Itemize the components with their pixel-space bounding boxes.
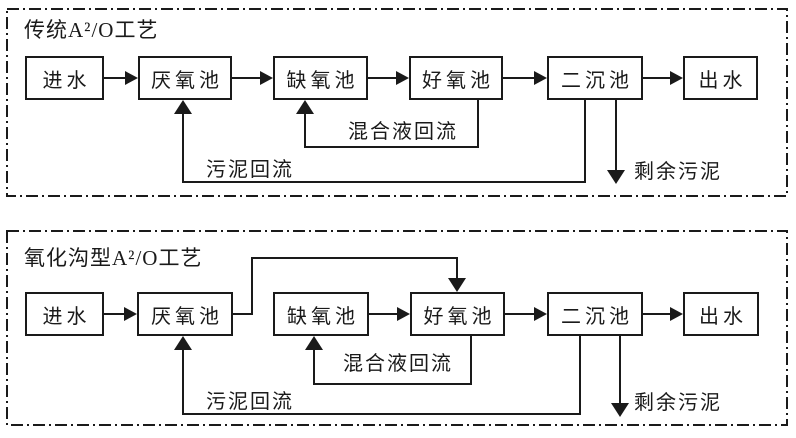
mixed-liquor-recycle-line xyxy=(470,336,472,385)
connector-line xyxy=(643,313,671,315)
connector-line xyxy=(643,77,672,79)
anoxic-tank-box: 缺氧池 xyxy=(273,56,368,100)
excess-sludge-line xyxy=(615,100,617,171)
anaerobic-tank-box: 厌氧池 xyxy=(137,292,233,336)
anaerobic-tank-box: 厌氧池 xyxy=(138,56,232,100)
mixed-liquor-recycle-line xyxy=(313,349,315,383)
mixed-liquor-recycle-line xyxy=(313,383,472,385)
connector-line xyxy=(232,77,262,79)
flow-arrow xyxy=(174,100,192,114)
connector-line xyxy=(104,313,127,315)
sludge-return-label: 污泥回流 xyxy=(206,159,294,181)
secondary-clarifier-box: 二沉池 xyxy=(547,56,643,100)
sludge-return-line xyxy=(182,413,581,415)
effluent-box: 出水 xyxy=(683,292,759,336)
sludge-return-line xyxy=(182,349,184,413)
bypass-line xyxy=(251,257,253,315)
flow-arrow xyxy=(670,307,683,321)
aerobic-tank-box: 好氧池 xyxy=(409,56,503,100)
mixed-liquor-recycle-label: 混合液回流 xyxy=(348,121,458,143)
diagram-title-traditional: 传统A²/O工艺 xyxy=(24,18,159,42)
flow-arrow xyxy=(260,71,273,85)
bypass-line xyxy=(233,313,253,315)
influent-box: 进水 xyxy=(25,56,104,100)
flow-arrow xyxy=(296,100,314,114)
mixed-liquor-recycle-line xyxy=(477,100,479,148)
anoxic-tank-box: 缺氧池 xyxy=(273,292,369,336)
flow-arrow xyxy=(124,307,137,321)
bypass-line xyxy=(251,257,458,259)
flow-arrow xyxy=(125,71,138,85)
mixed-liquor-recycle-line xyxy=(304,146,479,148)
sludge-return-line xyxy=(182,113,184,183)
bypass-line xyxy=(456,257,458,280)
flow-arrow xyxy=(396,71,409,85)
flow-arrow xyxy=(448,278,466,292)
connector-line xyxy=(505,313,536,315)
sludge-return-line xyxy=(182,181,586,183)
mixed-liquor-recycle-label: 混合液回流 xyxy=(343,353,453,375)
flow-arrow xyxy=(534,307,547,321)
excess-sludge-line xyxy=(619,336,621,404)
flow-arrow xyxy=(607,170,625,184)
influent-box: 进水 xyxy=(25,292,104,336)
mixed-liquor-recycle-line xyxy=(304,113,306,148)
diagram-title-oxidation-ditch: 氧化沟型A²/O工艺 xyxy=(24,246,203,270)
sludge-return-line xyxy=(584,100,586,183)
sludge-return-label: 污泥回流 xyxy=(206,391,294,413)
aerobic-tank-box: 好氧池 xyxy=(410,292,505,336)
connector-line xyxy=(369,313,398,315)
flow-arrow xyxy=(174,336,192,350)
excess-sludge-label: 剩余污泥 xyxy=(634,392,722,414)
flow-arrow xyxy=(534,71,547,85)
connector-line xyxy=(104,77,127,79)
connector-line xyxy=(368,77,398,79)
flow-arrow xyxy=(611,403,629,417)
flow-arrow xyxy=(670,71,683,85)
effluent-box: 出水 xyxy=(683,56,758,100)
secondary-clarifier-box: 二沉池 xyxy=(547,292,643,336)
sludge-return-line xyxy=(579,336,581,415)
flow-arrow xyxy=(397,307,410,321)
flow-arrow xyxy=(305,336,323,350)
connector-line xyxy=(503,77,536,79)
excess-sludge-label: 剩余污泥 xyxy=(634,161,722,183)
